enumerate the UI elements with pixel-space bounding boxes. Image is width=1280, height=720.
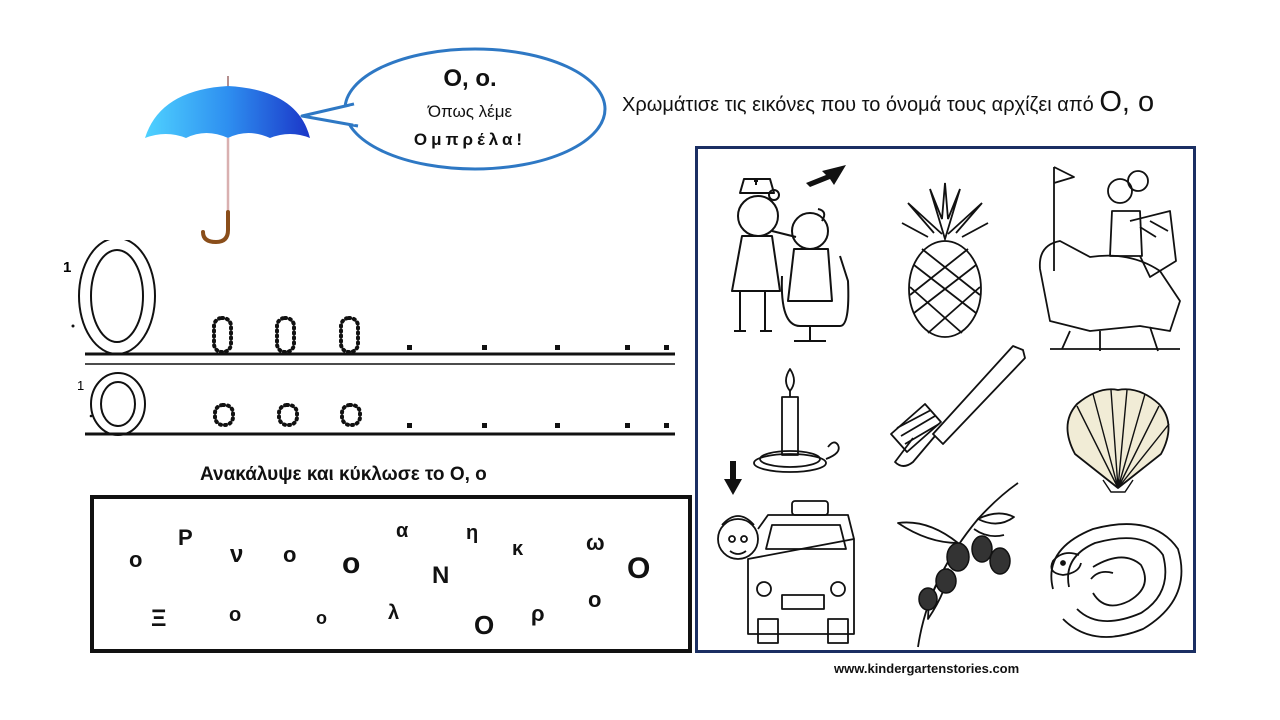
- scatter-letter[interactable]: ο: [316, 608, 327, 628]
- trace-lower-o: [277, 403, 299, 427]
- candle-picture[interactable]: [738, 367, 856, 477]
- scatter-letter[interactable]: Ν: [432, 562, 450, 589]
- scatter-letter[interactable]: ο: [588, 587, 602, 612]
- letter-search-box: ο Ρ ν ο ο α η κ Ν ω Ο Ξ ο ο λ Ο ρ ο: [90, 495, 692, 653]
- bubble-title: Ο, ο.: [443, 65, 497, 92]
- scatter-letter[interactable]: ρ: [531, 601, 545, 626]
- trace-upper-o: [275, 316, 296, 354]
- scatter-letter[interactable]: ο: [229, 604, 242, 626]
- arrow-icon: [806, 165, 846, 187]
- scatter-letter[interactable]: ω: [586, 530, 605, 555]
- scatter-letter[interactable]: η: [466, 522, 479, 544]
- scatter-letter[interactable]: λ: [388, 602, 400, 624]
- trace-lower-o: [213, 403, 235, 427]
- find-and-circle-title: Ανακάλυψε και κύκλωσε το Ο, ο: [200, 464, 487, 485]
- scatter-letter[interactable]: ο: [342, 547, 361, 580]
- bubble-phrase: Όπως λέμε: [427, 102, 513, 121]
- toothbrush-picture[interactable]: [883, 344, 1033, 474]
- speech-bubble: [300, 47, 607, 171]
- scatter-letter[interactable]: ο: [283, 542, 297, 567]
- scallop-shell-picture[interactable]: [1053, 384, 1183, 494]
- instruction-letters: Ο, ο: [1099, 86, 1155, 118]
- trace-upper-o: [212, 316, 233, 354]
- trace-lower-o: [340, 403, 362, 427]
- taxi-picture[interactable]: [708, 459, 858, 649]
- scatter-letter[interactable]: ο: [129, 547, 143, 572]
- model-lowercase-o: [90, 372, 146, 436]
- coloring-instruction: Χρωμάτισε τις εικόνες που το όνομά τους …: [622, 86, 1154, 119]
- scatter-letter[interactable]: Ρ: [178, 525, 193, 550]
- umbrella-illustration: [145, 76, 310, 245]
- letter-tracing-area: 1 1: [63, 240, 675, 436]
- instruction-text: Χρωμάτισε τις εικόνες που το όνομά τους …: [622, 94, 1100, 116]
- pineapple-picture[interactable]: [890, 179, 1000, 339]
- website-url: www.kindergartenstories.com: [834, 661, 1020, 676]
- model-uppercase-o: [78, 240, 156, 355]
- trace-upper-o: [339, 316, 360, 354]
- scatter-letter[interactable]: Ξ: [151, 605, 167, 632]
- snake-picture[interactable]: [1033, 509, 1188, 649]
- knight-on-horse-picture[interactable]: [1030, 161, 1188, 356]
- picture-panel: [695, 146, 1196, 653]
- scatter-letter[interactable]: ν: [230, 541, 244, 568]
- stroke-number-lower: 1: [77, 378, 84, 393]
- scatter-letter[interactable]: Ο: [474, 610, 495, 640]
- doctor-picture[interactable]: [710, 161, 858, 346]
- scatter-letter[interactable]: α: [396, 520, 409, 542]
- scatter-letter[interactable]: κ: [512, 538, 524, 560]
- arrow-icon: [724, 461, 742, 495]
- olive-branch-picture[interactable]: [888, 479, 1028, 649]
- scatter-letter[interactable]: Ο: [627, 552, 651, 585]
- stroke-number-upper: 1: [63, 259, 71, 276]
- bubble-word: Ομπρέλα!: [413, 130, 527, 149]
